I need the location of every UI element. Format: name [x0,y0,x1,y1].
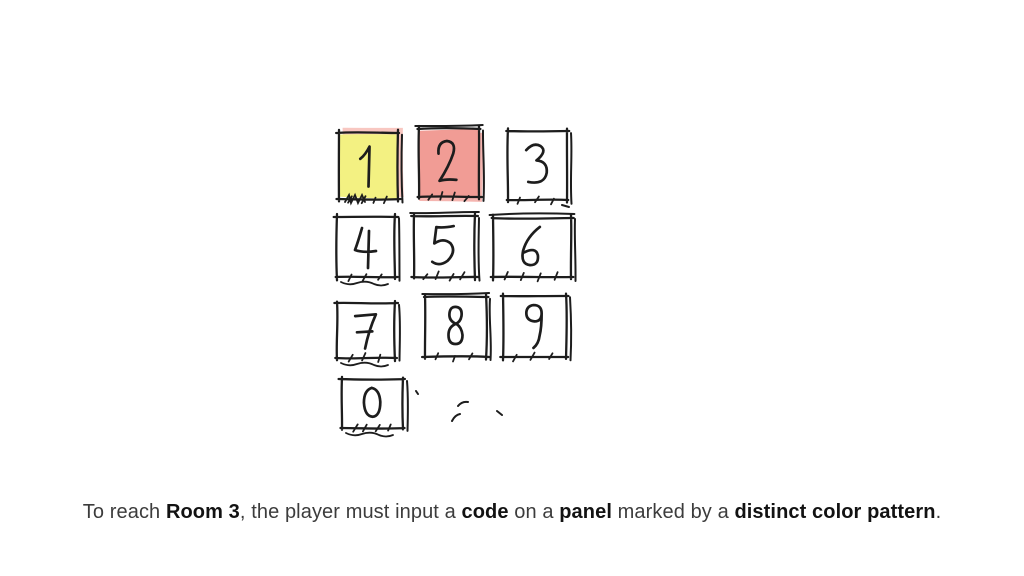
key-border-double-stroke [398,303,401,362]
caption-segment: distinct color pattern [734,501,936,523]
key-digit [438,141,456,181]
key-shadow-scribble [434,352,474,363]
key-border-double-stroke [414,124,485,202]
key-border [499,292,570,362]
key-fill [508,131,567,200]
caption-segment: . [935,501,942,523]
caption-segment: , the player must input a [239,501,462,523]
key-3[interactable] [505,127,573,206]
key-digit [523,227,540,265]
caption-segment: marked by a [611,501,735,523]
key-border [416,124,484,201]
key-shadow-scribble [422,270,466,282]
key-shadow-scribble [427,191,470,203]
key-border [505,127,571,204]
key-border-double-stroke [569,296,573,362]
key-border [420,292,491,361]
key-digit [526,305,541,348]
key-shadow-scribble [340,273,389,287]
key-border-double-stroke [421,292,492,361]
key-digit [360,147,369,187]
caption-segment: on a [508,501,560,523]
caption-segment: To reach [82,501,166,523]
key-6[interactable] [488,212,577,283]
key-border [335,128,402,203]
key-fill [503,295,565,357]
key-5[interactable] [409,210,481,282]
key-border [410,211,480,282]
key-shadow-scribble [503,271,559,283]
key-shadow-scribble [340,352,389,368]
key-border-double-stroke [400,133,404,204]
key-digit [355,228,376,268]
key-border [332,212,400,282]
key-fill [424,296,486,356]
caption-segment: code [461,501,509,523]
key-shadow-scribble [512,351,554,363]
key-fill [413,215,475,278]
key-border-double-stroke [409,210,481,282]
key-border [337,375,407,431]
key-1[interactable] [335,127,404,206]
key-border-double-stroke [398,217,401,282]
key-0[interactable] [337,375,409,438]
key-2[interactable] [414,124,485,203]
key-digit [449,307,463,344]
key-fill [341,378,403,428]
key-border-double-stroke [406,380,409,432]
stray-pen-marks [415,204,570,422]
key-border [489,213,575,282]
key-digit [355,314,376,348]
key-digit [526,145,547,183]
key-9[interactable] [499,292,573,363]
key-8[interactable] [420,292,492,363]
key-border-double-stroke [569,132,573,205]
key-digit [432,226,453,264]
key-fill [493,219,571,276]
key-7[interactable] [333,299,401,368]
key-border-double-stroke [488,212,577,282]
key-shadow-scribble [344,192,388,206]
caption: To reach Room 3, the player must input a… [0,499,1024,526]
key-border [333,299,400,363]
key-shadow-scribble [516,195,555,206]
key-fill [337,217,395,276]
key-4[interactable] [332,212,401,287]
key-digit [364,388,380,417]
key-shadow-scribble [345,423,394,438]
caption-segment: Room 3 [165,501,240,523]
caption-segment: panel [559,501,612,523]
